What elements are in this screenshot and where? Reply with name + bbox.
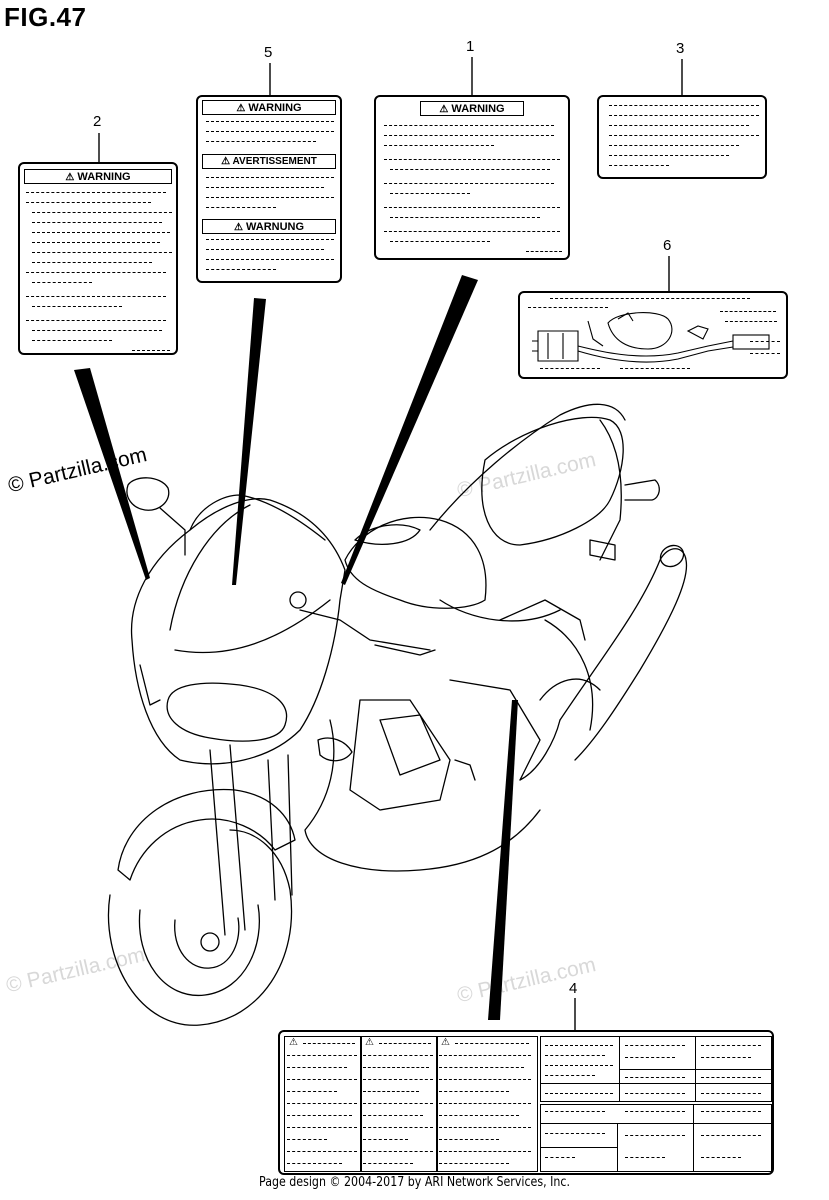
label-header: ⚠ WARNING [202, 100, 336, 115]
label-header: ⚠ AVERTISSEMENT [202, 154, 336, 169]
label-4-table-bottom [540, 1104, 772, 1172]
callout-6: 6 [663, 237, 672, 254]
hose-routing-label-6 [518, 291, 788, 379]
label-header-text: WARNUNG [245, 221, 305, 233]
label-4-table-top [540, 1036, 772, 1102]
warning-triangle-icon: ⚠ [365, 1037, 374, 1048]
callout-4: 4 [569, 980, 578, 997]
figure-title: FIG.47 [4, 2, 87, 32]
warning-triangle-icon: ⚠ [439, 104, 449, 115]
warning-triangle-icon: ⚠ [233, 222, 243, 233]
warning-label-2: ⚠ WARNING [18, 162, 178, 355]
callout-2: 2 [93, 113, 102, 130]
warning-triangle-icon: ⚠ [65, 172, 75, 183]
label-header-text: WARNING [77, 171, 131, 183]
warning-label-5: ⚠ WARNING ⚠ AVERTISSEMENT ⚠ WARNUNG [196, 95, 342, 283]
label-4-panel: ⚠ [436, 1036, 538, 1172]
label-3 [597, 95, 767, 179]
label-header: ⚠ WARNUNG [202, 219, 336, 234]
warning-triangle-icon: ⚠ [236, 103, 246, 114]
label-4: ⚠ ⚠ ⚠ [278, 1030, 774, 1175]
label-header: ⚠ WARNING [420, 101, 524, 116]
label-header-text: WARNING [451, 103, 505, 115]
warning-triangle-icon: ⚠ [441, 1037, 450, 1048]
label-header-text: WARNING [248, 102, 302, 114]
warning-triangle-icon: ⚠ [221, 156, 231, 167]
label-4-panel: ⚠ [360, 1036, 438, 1172]
callout-1: 1 [466, 38, 475, 55]
warning-label-1: ⚠ WARNING [374, 95, 570, 260]
warning-triangle-icon: ⚠ [289, 1037, 298, 1048]
label-4-panel: ⚠ [284, 1036, 362, 1172]
hose-diagram [532, 312, 770, 363]
callout-5: 5 [264, 44, 273, 61]
label-header-text: AVERTISSEMENT [232, 156, 317, 167]
callout-3: 3 [676, 40, 685, 57]
label-header: ⚠ WARNING [24, 169, 172, 184]
page-footer: Page design © 2004-2017 by ARI Network S… [259, 1175, 570, 1190]
